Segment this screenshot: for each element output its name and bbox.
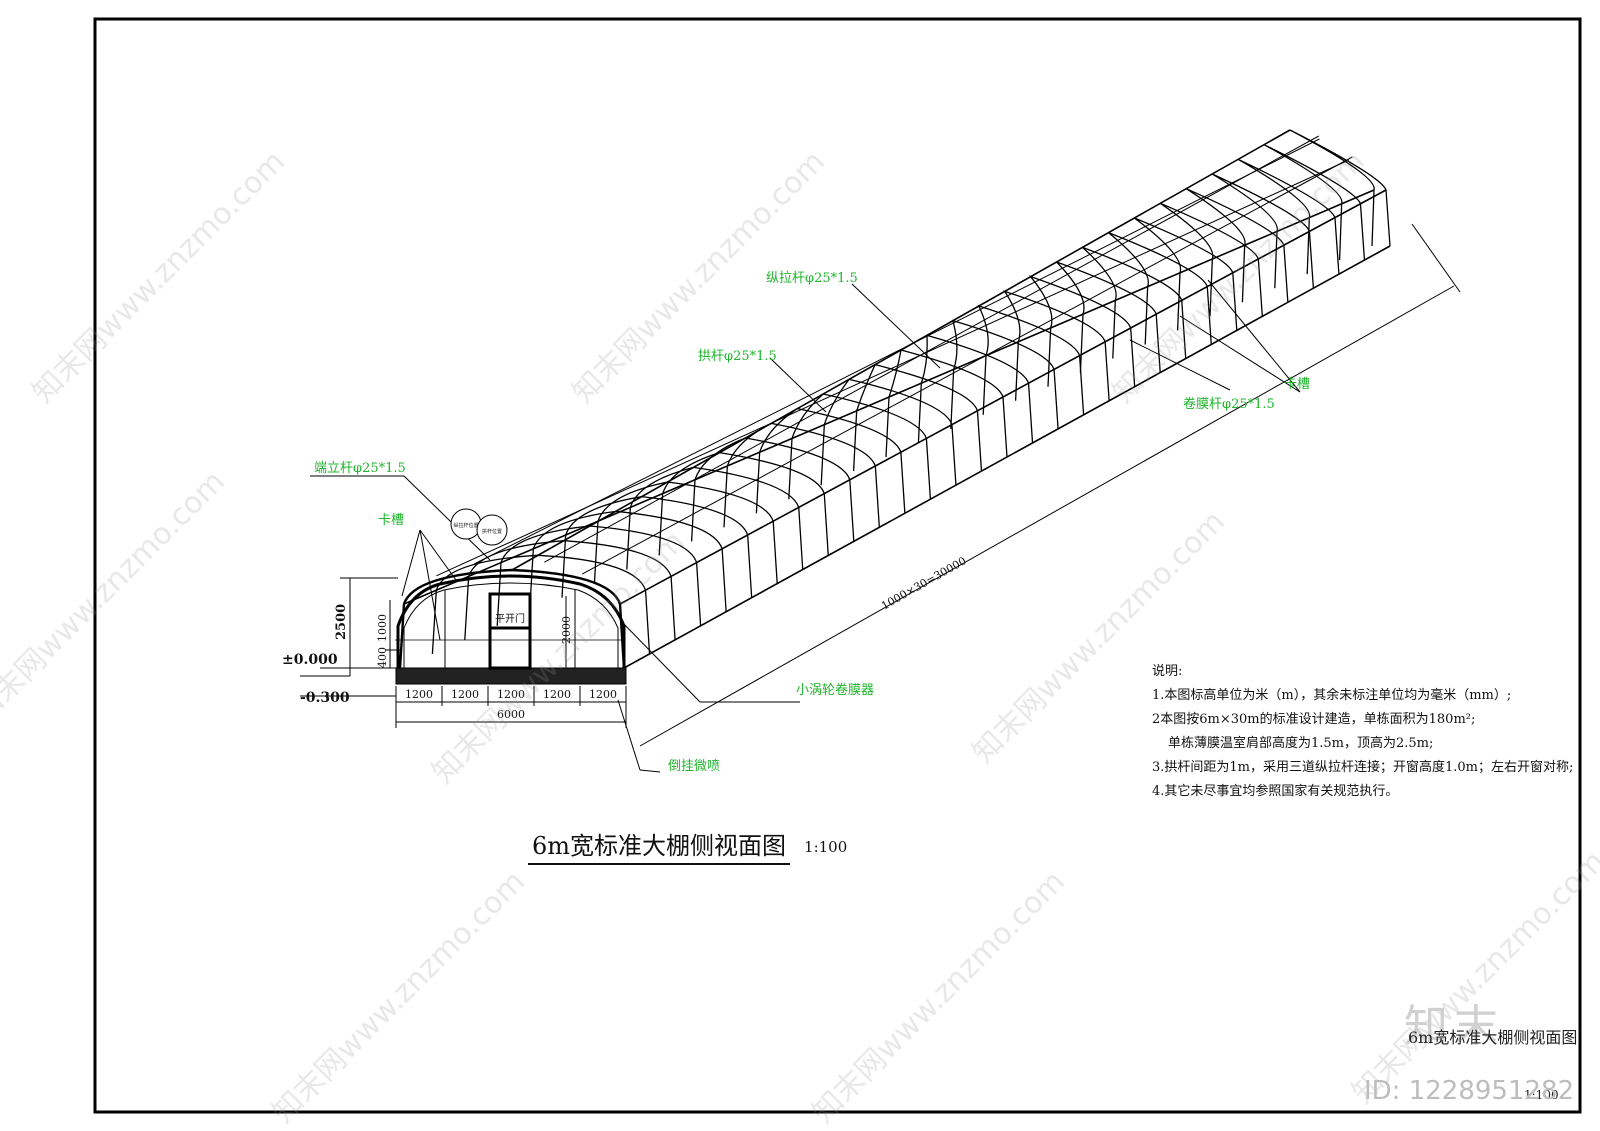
bay-dim-5: 1200 xyxy=(589,688,617,701)
notes-block: 说明: 1.本图标高单位为米（m），其余未标注单位均为毫米（mm）; 2本图按6… xyxy=(1152,660,1592,804)
label-clamp-left: 卡槽 xyxy=(378,513,404,528)
arch-rib xyxy=(561,496,753,598)
arch-rib xyxy=(690,437,855,542)
arch-rib xyxy=(950,319,1059,429)
dim-height-2500: 2500 xyxy=(334,604,349,640)
roof-rod xyxy=(436,159,1350,577)
label-clamp-right: 卡槽 xyxy=(1284,377,1310,392)
arch-rib xyxy=(852,363,983,472)
callout-circles xyxy=(450,508,508,546)
arch-rib xyxy=(658,452,829,556)
dim-height-1000: 1000 xyxy=(376,614,389,642)
ground-band xyxy=(395,667,627,685)
brand-logo: 知末 xyxy=(1404,1001,1504,1052)
corner-scale: 1:100 xyxy=(1524,1088,1559,1102)
level-minus: -0.300 xyxy=(300,690,350,706)
drawing-title: 6m宽标准大棚侧视面图 xyxy=(528,826,791,865)
longitudinal-rod xyxy=(403,189,1375,605)
arch-rib xyxy=(820,378,957,486)
leaders xyxy=(310,223,1461,773)
arch-rib xyxy=(723,422,880,528)
label-end-post: 端立杆φ25*1.5 xyxy=(314,461,406,476)
callout-text-2: 拱杆位置 xyxy=(482,528,502,535)
note-line: 单栋薄膜温室肩部高度为1.5m，顶高为2.5m; xyxy=(1168,736,1434,751)
notes-heading: 说明: xyxy=(1152,664,1183,679)
note-line: 2本图按6m×30m的标准设计建造，单栋面积为180m²; xyxy=(1152,712,1476,727)
bay-dim-4: 1200 xyxy=(543,688,571,701)
vertical-dimensions xyxy=(300,577,627,728)
arch-rib xyxy=(885,349,1008,458)
bay-dim-1: 1200 xyxy=(405,688,433,701)
front-arch-inner xyxy=(403,582,619,668)
note-line: 4.其它未尽事宜均参照国家有关规范执行。 xyxy=(1152,784,1399,799)
callout-circle-2 xyxy=(476,514,508,546)
arch-rib xyxy=(1108,232,1212,345)
longitudinal-rod xyxy=(623,245,1391,669)
note-line: 1.本图标高单位为米（m），其余未标注单位均为毫米（mm）; xyxy=(1152,688,1512,703)
door xyxy=(488,592,532,670)
level-zero: ±0.000 xyxy=(282,652,338,668)
arch-rib xyxy=(1289,129,1391,247)
sheet-border xyxy=(93,17,1582,1114)
arch-rib xyxy=(977,304,1085,415)
dim-height-400: 400 xyxy=(376,647,389,668)
callout-text-1: 纵拉杆位置 xyxy=(453,522,478,529)
label-film-roll-rod: 卷膜杆φ25*1.5 xyxy=(1183,396,1275,412)
longitudinal-rod xyxy=(511,129,1291,571)
longitudinal-rod xyxy=(619,189,1387,605)
greenhouse-frame xyxy=(398,129,1391,669)
label-longitudinal-rod: 纵拉杆φ25*1.5 xyxy=(766,271,858,286)
roof-rod xyxy=(473,138,1320,565)
drawing-scale: 1:100 xyxy=(804,838,848,856)
label-arch-rod: 拱杆φ25*1.5 xyxy=(698,349,777,364)
length-dimension: 1000×30=30000 xyxy=(879,554,968,612)
arch-rib xyxy=(755,407,906,514)
arch-rib xyxy=(1003,290,1110,401)
roof-rod xyxy=(544,135,1320,563)
label-sprinkler: 倒挂微喷 xyxy=(668,759,720,774)
bay-dim-2: 1200 xyxy=(451,688,479,701)
arch-rib xyxy=(917,334,1034,443)
bay-dim-3: 1200 xyxy=(497,688,525,701)
front-arch xyxy=(396,574,626,668)
note-line: 3.拱杆间距为1m，采用三道纵拉杆连接；开窗高度1.0m；左右开窗对称; xyxy=(1152,760,1574,775)
front-elevation xyxy=(395,574,627,685)
roof-rod xyxy=(581,156,1353,575)
door-label: 平开门 xyxy=(495,612,525,625)
arch-rib xyxy=(626,466,804,570)
arch-rib xyxy=(1185,188,1289,303)
dim-door-2000: 2000 xyxy=(560,616,573,644)
image-id: ID: 1228951282 xyxy=(1364,1076,1575,1106)
label-roller: 小涡轮卷膜器 xyxy=(796,682,874,698)
drawing-title-block: 6m宽标准大棚侧视面图 1:100 xyxy=(528,826,847,865)
corner-title: 6m宽标准大棚侧视面图 xyxy=(1408,1028,1578,1047)
arch-rib xyxy=(1211,173,1315,289)
total-width-dim: 6000 xyxy=(497,708,525,721)
